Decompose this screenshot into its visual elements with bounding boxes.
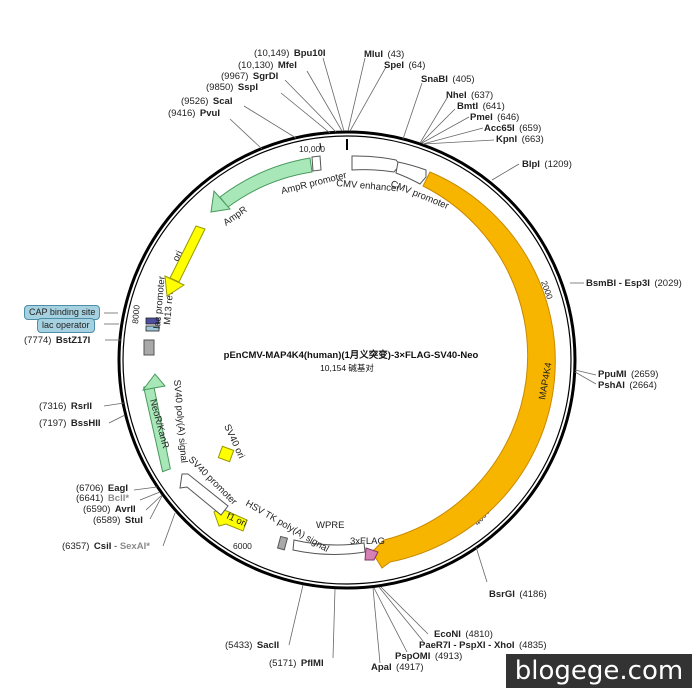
feature-ori-head xyxy=(164,275,186,297)
site-pvui: (9416) PvuI xyxy=(168,103,220,120)
feature-map4k4 xyxy=(371,171,556,569)
feature-wpre xyxy=(292,539,366,555)
feature-ampr-head xyxy=(210,189,231,213)
feature-neor-kanr-head xyxy=(141,373,166,391)
site-bstz17i: (7774) BstZ17I xyxy=(24,330,90,347)
feature-sv40-ori xyxy=(217,445,235,463)
site-pmei: PmeI (646) xyxy=(470,107,519,124)
feature-label-ori: ori xyxy=(171,249,185,263)
site-kpni: KpnI (663) xyxy=(496,129,544,146)
site-mlui: MluI (43) xyxy=(364,44,404,61)
backbone-outer xyxy=(117,130,577,590)
site-scai: (9526) ScaI xyxy=(181,91,232,108)
site-avrii: (6590) AvrII xyxy=(83,499,136,516)
feature-sv40-promoter xyxy=(179,473,229,516)
feature-label-wpre: WPRE xyxy=(316,520,345,531)
site-bcli: (6641) BclI* xyxy=(76,488,129,505)
feature-lac-operator-block xyxy=(145,325,160,332)
tick-label-10000: 10,000 xyxy=(299,144,325,154)
site-spei: SpeI (64) xyxy=(384,55,425,72)
feature-label-m13-rev: M13 rev xyxy=(162,290,176,325)
site-rsrii: (7316) RsrII xyxy=(39,396,92,413)
feature-hsv-tk-polya xyxy=(276,535,289,551)
tick-label-8000: 8000 xyxy=(130,304,142,324)
feature-label-sv40-polya: SV40 poly(A) signal xyxy=(171,379,189,463)
map-subtitle: 10,154 碱基对 xyxy=(320,363,374,373)
site-ppumi: PpuMI (2659) xyxy=(598,364,658,381)
site-pflmi: (5171) PflMI xyxy=(269,653,324,670)
watermark-logo: blogege.com xyxy=(506,654,692,688)
site-apai: ApaI (4917) xyxy=(371,657,424,674)
site-snabi: SnaBI (405) xyxy=(421,69,475,86)
site-nhei: NheI (637) xyxy=(446,85,493,102)
site-acc65i: Acc65I (659) xyxy=(484,118,541,135)
backbone-inner xyxy=(122,135,572,585)
site-csii: (6357) CsiI - SexAI* xyxy=(62,536,150,553)
feature-label-neor-kanr: NeoR/KanR xyxy=(147,398,171,450)
feature-cmv-promoter xyxy=(395,161,427,185)
feature-cmv-enhancer xyxy=(351,155,401,173)
feature-label-3xflag: 3xFLAG xyxy=(350,536,385,547)
site-bsrgi: BsrGI (4186) xyxy=(489,584,547,601)
site-bmti: BmtI (641) xyxy=(457,96,505,113)
map-title: pEnCMV-MAP4K4(human)(1月义突变)-3×FLAG-SV40-… xyxy=(224,349,479,361)
site-paer7i: PaeR7I - PspXI - XhoI (4835) xyxy=(419,635,546,652)
site-sgrdi: (9967) SgrDI xyxy=(221,66,278,83)
site-bsshii: (7197) BssHII xyxy=(39,413,101,430)
feature-ampr-promoter xyxy=(311,155,322,172)
site-sspi: (9850) SspI xyxy=(206,77,258,94)
site-mfei: (10,130) MfeI xyxy=(238,55,297,72)
site-econi: EcoNI (4810) xyxy=(434,624,493,641)
tick-10000 xyxy=(319,142,322,151)
feature-3xflag xyxy=(364,547,379,561)
site-pshai: PshAI (2664) xyxy=(598,375,657,392)
site-sacii: (5433) SacII xyxy=(225,635,279,652)
site-stui: (6589) StuI xyxy=(93,510,143,527)
site-bsmbi-esp3i: BsmBI - Esp3I (2029) xyxy=(586,273,682,290)
site-leaders xyxy=(103,57,597,664)
site-pspomi: PspOMI (4913) xyxy=(395,646,462,663)
site-bpu10i: (10,149) Bpu10I xyxy=(254,43,326,60)
feature-sv40-polya xyxy=(143,339,155,356)
lac-operator-label: lac operator xyxy=(37,318,95,333)
feature-m13-rev xyxy=(145,317,160,325)
feature-label-lac-promoter: lac promoter xyxy=(152,276,168,330)
site-blpi: BlpI (1209) xyxy=(522,154,572,171)
tick-label-6000: 6000 xyxy=(233,541,252,551)
site-eagi: (6706) EagI xyxy=(76,478,128,495)
